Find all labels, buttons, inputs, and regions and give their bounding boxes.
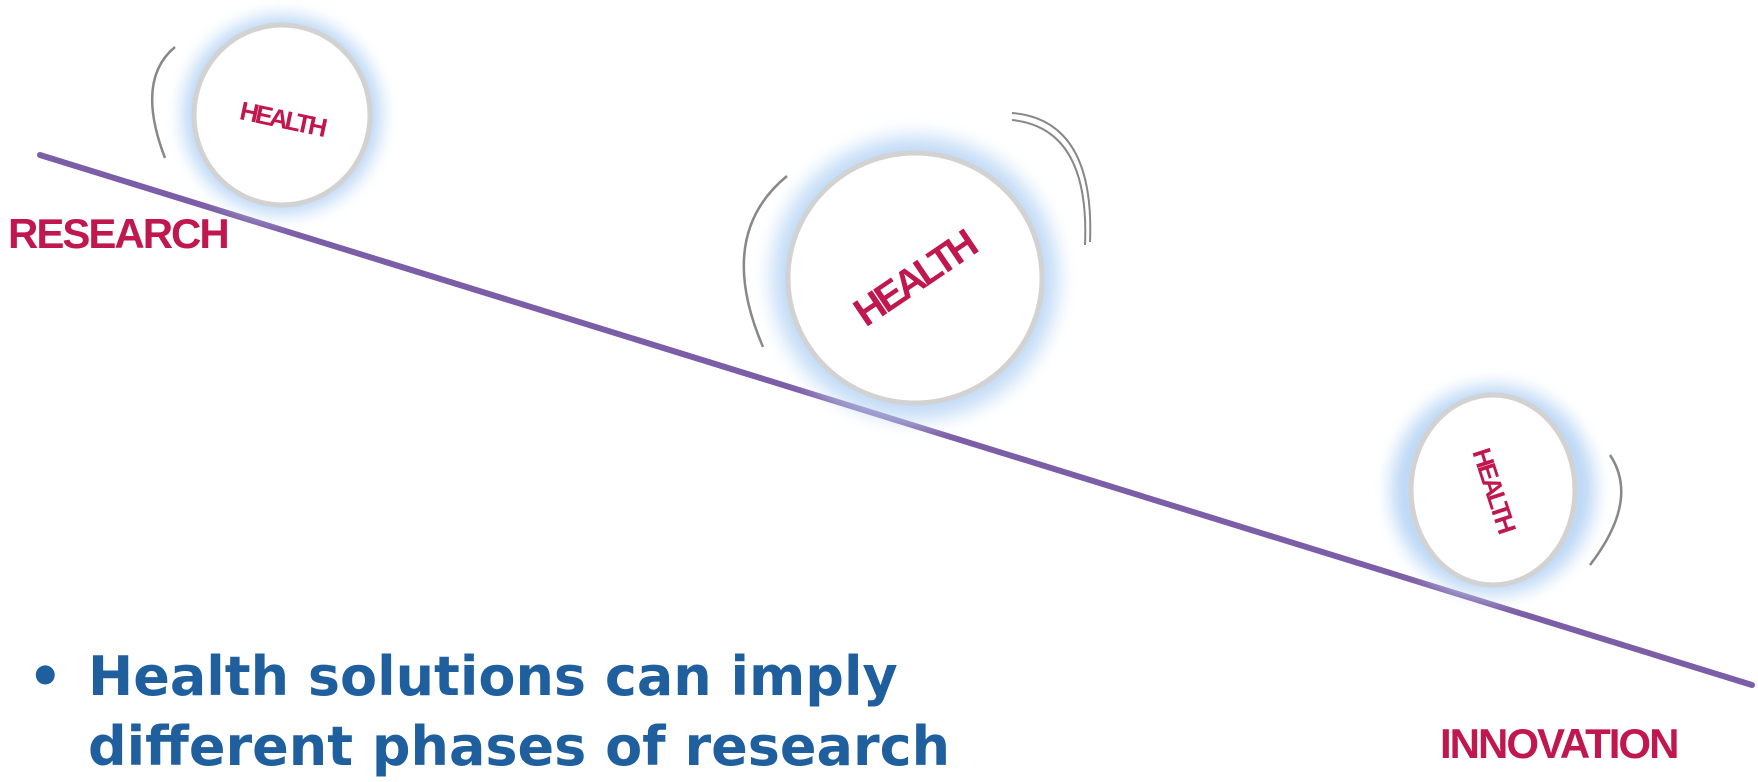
health-ball-2: HEALTH bbox=[742, 112, 1092, 436]
health-ball-3: HEALTH bbox=[1378, 372, 1623, 608]
bullet-marker: • bbox=[28, 645, 63, 708]
ball-1-motion-arc bbox=[150, 46, 176, 159]
ball-2-motion-arc-outer bbox=[1011, 112, 1092, 243]
bullet-text-1: Health solutions can imply bbox=[88, 645, 898, 708]
ball-2-motion-arc-inner bbox=[1011, 119, 1087, 246]
bullet-text-2: different phases of research bbox=[88, 715, 951, 778]
bullet-line-1: • Health solutions can imply bbox=[28, 642, 1028, 712]
ball-2-motion-arc-left bbox=[742, 175, 788, 348]
ball-3-motion-arc bbox=[1589, 454, 1623, 566]
health-ball-1: HEALTH bbox=[150, 3, 394, 227]
bullet-point: • Health solutions can imply different ph… bbox=[28, 642, 1028, 782]
research-label: RESEARCH bbox=[8, 210, 230, 257]
innovation-label: INNOVATION bbox=[1440, 720, 1679, 767]
